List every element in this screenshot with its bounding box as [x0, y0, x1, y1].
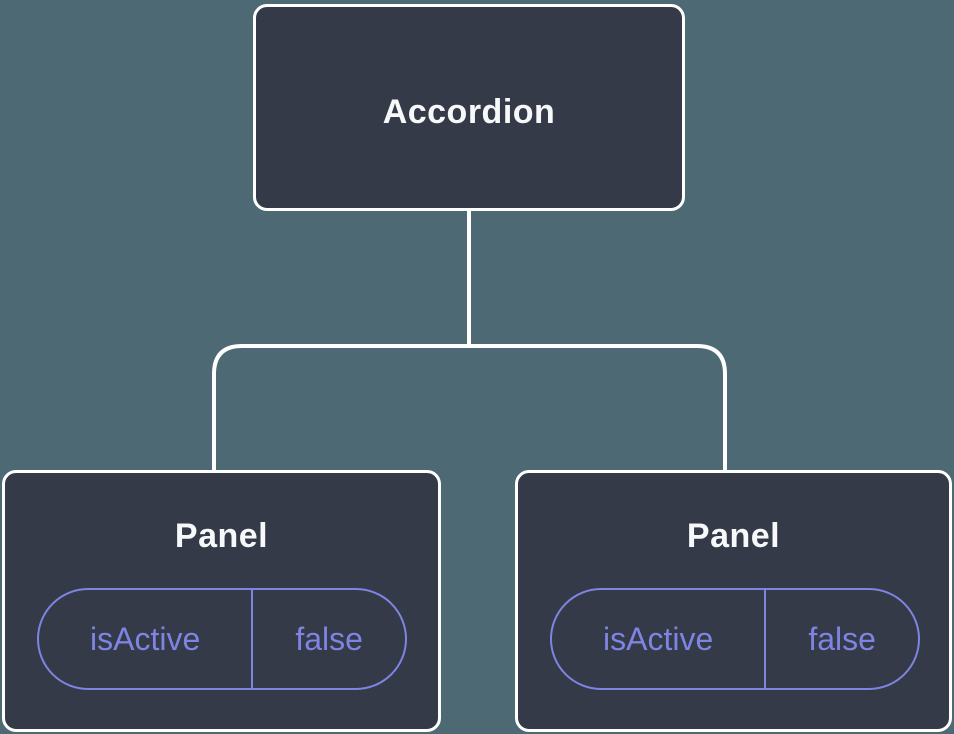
- state-value-right: false: [764, 590, 918, 688]
- tree-node-accordion: Accordion: [253, 4, 685, 211]
- tree-node-panel-right: Panel isActive false: [515, 470, 952, 732]
- state-key-right: isActive: [603, 620, 714, 657]
- state-pill-left: isActive false: [37, 588, 407, 690]
- node-label-panel-left: Panel: [174, 517, 269, 555]
- node-label-panel-right: Panel: [686, 517, 781, 555]
- connector-bracket: [212, 344, 727, 474]
- tree-node-panel-left: Panel isActive false: [2, 470, 441, 732]
- state-key-left: isActive: [90, 620, 201, 657]
- state-value-left: false: [251, 590, 405, 688]
- node-label-accordion: Accordion: [382, 93, 556, 131]
- state-pill-right: isActive false: [550, 588, 920, 690]
